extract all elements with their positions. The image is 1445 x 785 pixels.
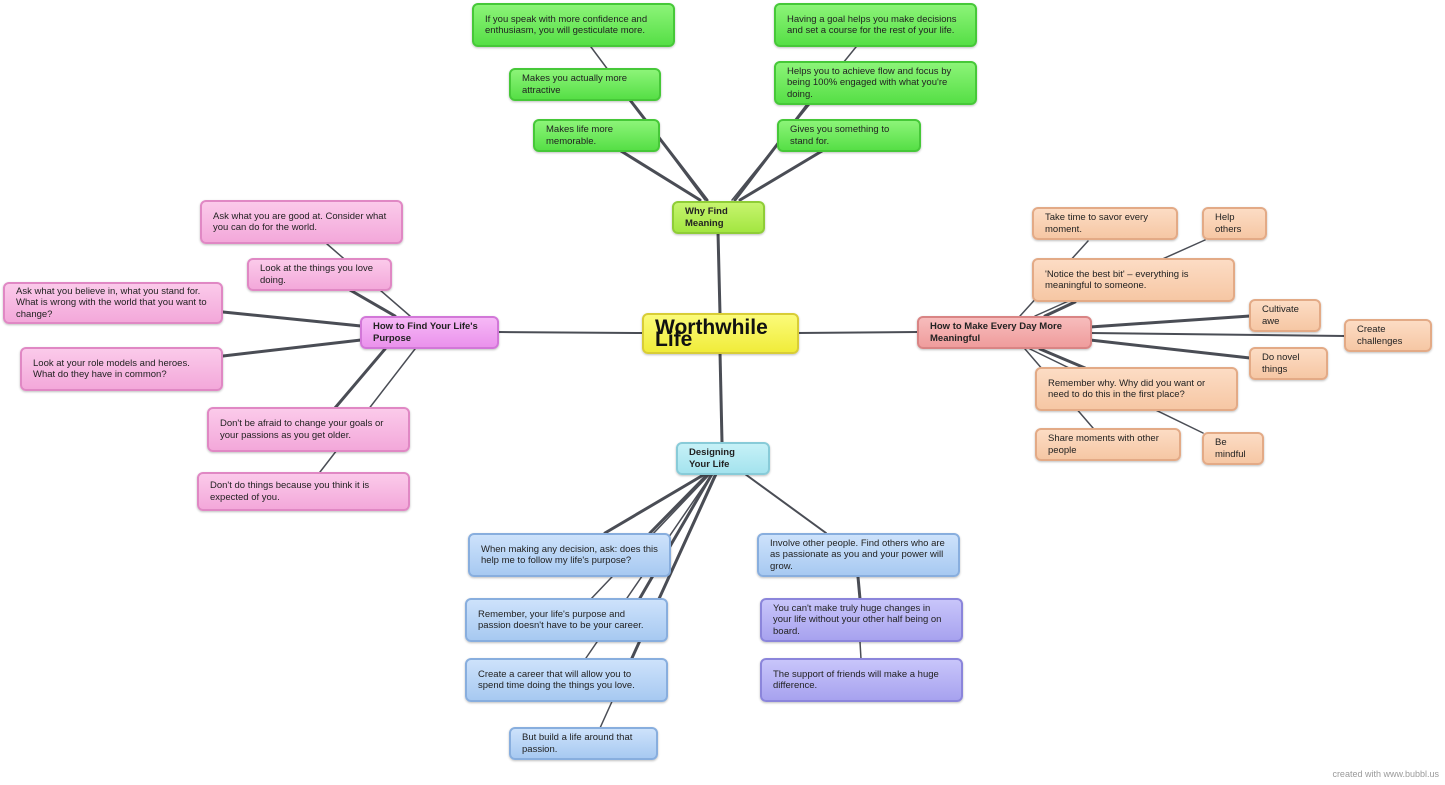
everyday-item-3[interactable]: 'Notice the best bit' – everything is me… — [1032, 258, 1235, 302]
connector-why-6 — [738, 149, 824, 202]
designing-item-1[interactable]: When making any decision, ask: does this… — [468, 533, 671, 577]
designing-item-6[interactable]: You can't make truly huge changes in you… — [760, 598, 963, 642]
why-item-6[interactable]: Gives you something to stand for. — [777, 119, 921, 152]
designing-item-3[interactable]: Create a career that will allow you to s… — [465, 658, 668, 702]
topic-everyday-label: How to Make Every Day More Meaningful — [930, 321, 1062, 344]
connector-purpose-3 — [221, 310, 363, 328]
everyday-item-7[interactable]: Remember why. Why did you want or need t… — [1035, 367, 1238, 411]
purpose-item-3[interactable]: Ask what you believe in, what you stand … — [3, 282, 223, 324]
everyday-item-5[interactable]: Create challenges — [1344, 319, 1432, 352]
why-item-5[interactable]: Helps you to achieve flow and focus by b… — [774, 61, 977, 105]
purpose-item-4[interactable]: Look at your role models and heroes. Wha… — [20, 347, 223, 391]
connector-everyday-5 — [1089, 332, 1346, 337]
purpose-item-6[interactable]: Don't do things because you think it is … — [197, 472, 410, 511]
everyday-item-4[interactable]: Cultivate awe — [1249, 299, 1321, 332]
topic-why-find-meaning[interactable]: Why Find Meaning — [672, 201, 765, 234]
everyday-item-6[interactable]: Do novel things — [1249, 347, 1328, 380]
connector-purpose-5 — [333, 347, 387, 410]
everyday-item-8[interactable]: Share moments with other people — [1035, 428, 1181, 461]
connector-everyday-7 — [1038, 347, 1087, 370]
why-item-3[interactable]: Makes life more memorable. — [533, 119, 660, 152]
everyday-item-9[interactable]: Be mindful — [1202, 432, 1264, 465]
connector-purpose-4 — [221, 338, 363, 358]
connector-center-purpose — [497, 331, 644, 334]
designing-item-2[interactable]: Remember, your life's purpose and passio… — [465, 598, 668, 642]
purpose-item-5[interactable]: Don't be afraid to change your goals or … — [207, 407, 410, 452]
connector-why-3 — [619, 149, 702, 202]
designing-item-5[interactable]: Involve other people. Find others who ar… — [757, 533, 960, 577]
connector-why-2 — [628, 98, 709, 202]
connector-center-why — [716, 230, 722, 316]
topic-purpose-label: How to Find Your Life's Purpose — [373, 321, 478, 344]
center-label: Worthwhile Life — [655, 316, 768, 351]
connector-center-designing — [718, 350, 724, 444]
purpose-item-2[interactable]: Look at the things you love doing. — [247, 258, 392, 291]
topic-why-label: Why Find Meaning — [685, 206, 728, 229]
footer-credit[interactable]: created with www.bubbl.us — [1332, 769, 1439, 779]
connector-purpose-2 — [348, 288, 397, 318]
connector-everyday-6 — [1088, 338, 1252, 360]
everyday-item-2[interactable]: Help others — [1202, 207, 1267, 240]
topic-designing-your-life[interactable]: Designing Your Life — [676, 442, 770, 475]
connector-designing-7 — [859, 641, 862, 660]
everyday-item-1[interactable]: Take time to savor every moment. — [1032, 207, 1178, 240]
connector-designing-1b — [648, 472, 710, 535]
center-node[interactable]: Worthwhile Life — [642, 313, 799, 354]
why-item-2[interactable]: Makes you actually more attractive — [509, 68, 661, 101]
why-item-4[interactable]: Having a goal helps you make decisions a… — [774, 3, 977, 47]
purpose-item-1[interactable]: Ask what you are good at. Consider what … — [200, 200, 403, 244]
designing-item-4[interactable]: But build a life around that passion. — [509, 727, 658, 760]
topic-life-purpose[interactable]: How to Find Your Life's Purpose — [360, 316, 499, 349]
connector-designing-5 — [744, 473, 827, 534]
connector-designing-1 — [603, 472, 707, 535]
connector-designing-6 — [856, 575, 862, 601]
connector-everyday-4 — [1088, 314, 1252, 329]
connector-everyday-3 — [1043, 300, 1077, 318]
connector-center-everyday — [796, 331, 919, 334]
topic-every-day[interactable]: How to Make Every Day More Meaningful — [917, 316, 1092, 349]
connector-designing-2b — [638, 472, 714, 600]
why-item-1[interactable]: If you speak with more confidence and en… — [472, 3, 675, 47]
topic-designing-label: Designing Your Life — [689, 447, 735, 470]
designing-item-7[interactable]: The support of friends will make a huge … — [760, 658, 963, 702]
